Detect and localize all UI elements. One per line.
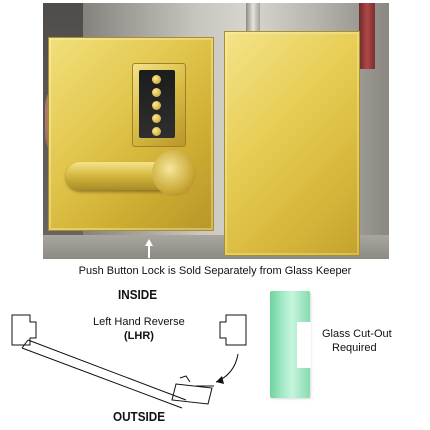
right-door-frame bbox=[219, 314, 247, 346]
glass-cut-out-label-2: Required bbox=[332, 342, 377, 354]
keypad-button bbox=[152, 88, 161, 97]
inside-label: INSIDE bbox=[118, 287, 158, 302]
door-swing-diagram bbox=[11, 314, 247, 409]
door-panel-line-bottom bbox=[21, 347, 183, 409]
background-object bbox=[359, 3, 375, 69]
swing-arrow bbox=[215, 353, 239, 383]
handing-abbreviation: (LHR) bbox=[124, 330, 154, 342]
left-door-frame bbox=[11, 314, 37, 346]
product-caption: Push Button Lock is Sold Separately from… bbox=[78, 265, 352, 277]
keypad-button bbox=[152, 114, 161, 123]
glass-cut-out-label: Glass Cut-Out bbox=[322, 328, 392, 340]
pointer-arrow-icon bbox=[145, 239, 153, 246]
keypad-button bbox=[152, 75, 161, 84]
door-panel-end bbox=[21, 339, 29, 349]
glass-keeper-plate bbox=[224, 31, 360, 256]
handing-label: Left Hand Reverse bbox=[93, 316, 185, 328]
keypad-button bbox=[152, 101, 161, 110]
lock-escutcheon-plate bbox=[48, 37, 214, 231]
glass-cut-out bbox=[297, 322, 311, 368]
pointer-arrow-stem bbox=[148, 245, 150, 258]
keypad-button bbox=[152, 127, 161, 136]
door-panel-line-top bbox=[27, 339, 187, 401]
door-hardware-outline bbox=[171, 383, 213, 405]
lever-hub bbox=[152, 150, 196, 196]
arrow-head-icon bbox=[216, 376, 224, 384]
hardware-detail bbox=[179, 375, 191, 383]
outside-label: OUTSIDE bbox=[113, 409, 166, 424]
